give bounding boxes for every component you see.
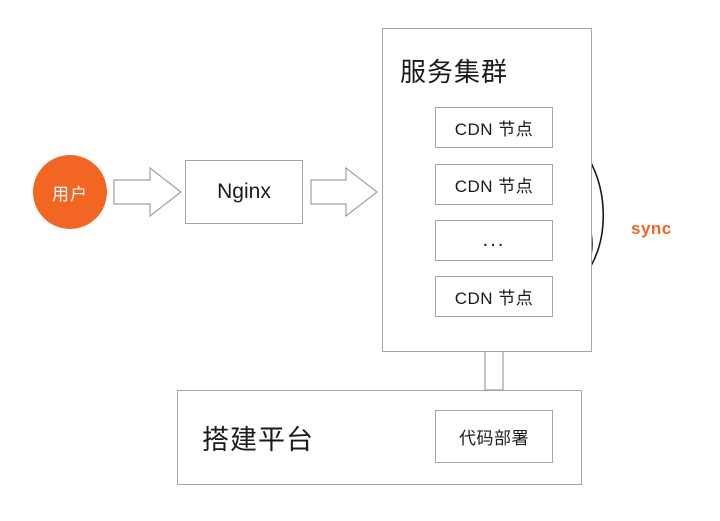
arrow-nginx-to-cluster <box>310 166 378 218</box>
arrow-user-to-nginx <box>113 166 182 218</box>
cdn-node-1-label: CDN 节点 <box>454 120 534 139</box>
cdn-node-1[interactable]: CDN 节点 <box>435 107 553 148</box>
cdn-node-4-label: CDN 节点 <box>454 289 534 308</box>
nginx-node-label: Nginx <box>217 180 271 203</box>
cdn-node-ellipsis[interactable]: ... <box>435 220 553 261</box>
service-cluster-title: 服务集群 <box>400 57 509 87</box>
cdn-node-ellipsis-label: ... <box>482 229 506 251</box>
nginx-node[interactable]: Nginx <box>185 160 303 224</box>
user-node[interactable]: 用户 <box>33 155 107 229</box>
code-deploy-node[interactable]: 代码部署 <box>435 410 553 463</box>
code-deploy-label: 代码部署 <box>459 429 529 448</box>
cdn-node-2-label: CDN 节点 <box>454 177 534 196</box>
cdn-node-4[interactable]: CDN 节点 <box>435 276 553 317</box>
user-node-label: 用户 <box>52 184 88 204</box>
sync-label: sync <box>631 219 672 238</box>
cdn-node-2[interactable]: CDN 节点 <box>435 164 553 205</box>
build-platform-title: 搭建平台 <box>202 425 314 455</box>
